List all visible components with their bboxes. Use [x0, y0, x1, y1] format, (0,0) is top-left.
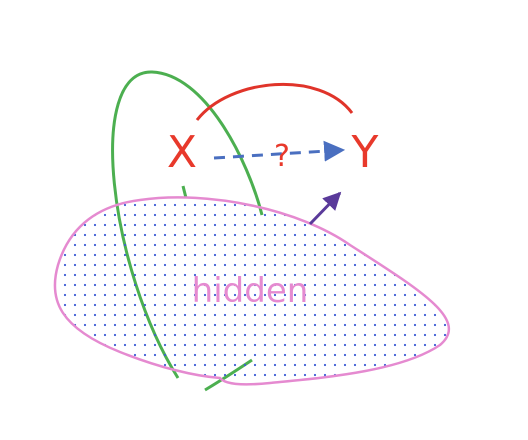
red-arc-edge [195, 82, 354, 121]
hidden-to-y-arrow [308, 191, 342, 226]
hidden-region-label: hidden [192, 271, 309, 311]
hidden-region [53, 196, 451, 386]
unknown-effect-label: ? [274, 139, 290, 174]
node-x-label: X [167, 127, 197, 178]
dashed-causal-arrow [213, 140, 346, 162]
green-edge-stub [181, 185, 188, 199]
node-y-label: Y [351, 127, 379, 178]
